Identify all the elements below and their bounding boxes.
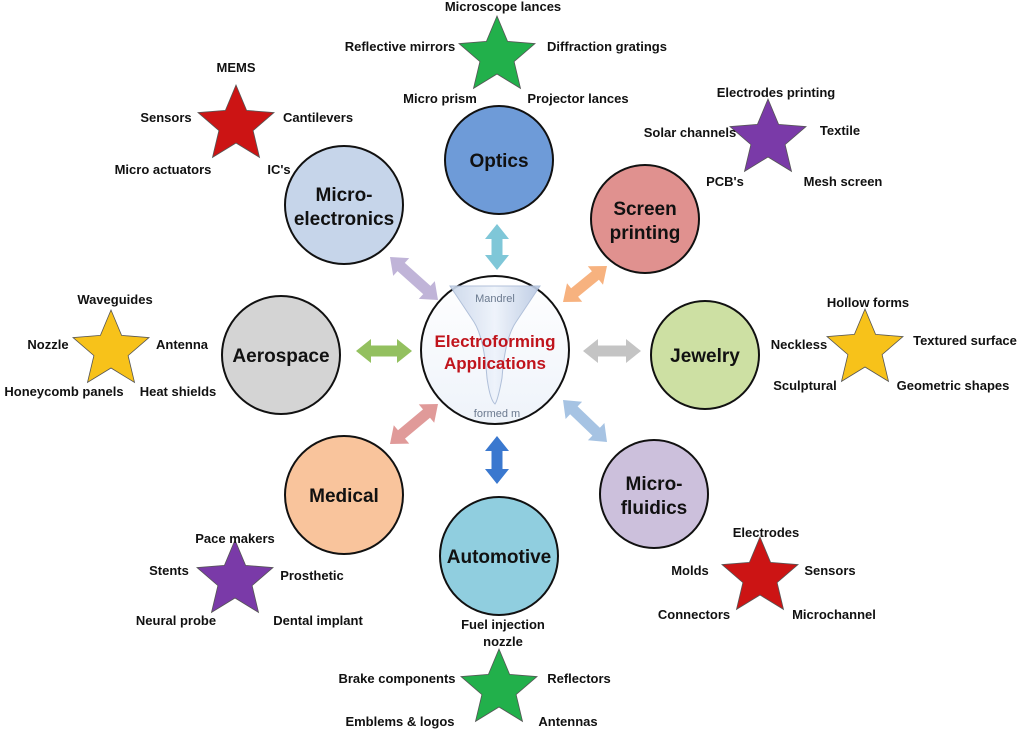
automotive-arrow — [485, 436, 509, 484]
optics-arrow — [485, 224, 509, 270]
aerospace-circle — [221, 295, 341, 415]
medical-item-label: Neural probe — [136, 613, 216, 628]
mandrel-shape — [449, 285, 541, 405]
microelectronics-item-label: IC's — [267, 162, 290, 177]
category-stars — [72, 14, 904, 723]
aerospace-item-label: Waveguides — [77, 292, 152, 307]
optics-node: Optics — [444, 105, 554, 215]
microelectronics-title-line2: electronics — [294, 209, 394, 230]
optics-item-label: Projector lances — [527, 91, 628, 106]
automotive-title: Automotive — [447, 547, 552, 568]
center-hub: Mandrel formed m Electroforming Applicat… — [420, 275, 570, 425]
microelectronics-node: Micro-electronics — [284, 145, 404, 265]
optics-star-icon — [458, 14, 536, 90]
screen-printing-item-label: PCB's — [706, 174, 744, 189]
microelectronics-item-label: MEMS — [217, 60, 256, 75]
microelectronics-star-icon — [197, 83, 275, 159]
microfluidics-star-icon — [721, 535, 799, 611]
microfluidics-title: Micro- — [626, 474, 683, 495]
automotive-item-label: nozzle — [483, 634, 523, 649]
microelectronics-item-label: Micro actuators — [115, 162, 212, 177]
aerospace-item-label: Heat shields — [140, 384, 217, 399]
screen-printing-star-icon — [729, 97, 807, 173]
microfluidics-title-line2: fluidics — [621, 498, 688, 519]
mandrel-label: Mandrel — [475, 293, 515, 305]
microelectronics-arrow — [390, 257, 438, 300]
jewelry-arrow — [583, 339, 641, 363]
microfluidics-item-label: Microchannel — [792, 607, 876, 622]
screen-printing-title-line2: printing — [610, 223, 681, 244]
aerospace-node: Aerospace — [221, 295, 341, 415]
automotive-node: Automotive — [439, 496, 559, 616]
screen-printing-circle — [590, 164, 700, 274]
optics-circle — [444, 105, 554, 215]
microelectronics-circle — [284, 145, 404, 265]
formed-label: formed m — [474, 408, 520, 420]
microfluidics-item-label: Connectors — [658, 607, 730, 622]
automotive-item-label: Emblems & logos — [345, 714, 454, 729]
aerospace-star-icon — [72, 308, 150, 384]
automotive-circle — [439, 496, 559, 616]
optics-title: Optics — [469, 151, 528, 172]
jewelry-item-label: Hollow forms — [827, 295, 909, 310]
aerospace-item-label: Nozzle — [27, 337, 68, 352]
jewelry-item-label: Textured surface — [913, 333, 1017, 348]
automotive-item-label: Brake components — [338, 671, 455, 686]
screen-printing-item-label: Solar channels — [644, 125, 736, 140]
medical-item-label: Stents — [149, 563, 189, 578]
screen-printing-arrow — [563, 266, 607, 302]
screen-printing-item-label: Textile — [820, 123, 860, 138]
aerospace-item-label: Antenna — [156, 337, 209, 352]
microelectronics-item-label: Cantilevers — [283, 110, 353, 125]
automotive-item-label: Reflectors — [547, 671, 611, 686]
item-labels: Microscope lances Reflective mirrors Dif… — [4, 0, 1017, 729]
medical-item-label: Pace makers — [195, 531, 275, 546]
aerospace-title: Aerospace — [232, 346, 329, 367]
jewelry-star-icon — [826, 307, 904, 383]
jewelry-circle — [650, 300, 760, 410]
connector-arrows — [356, 224, 641, 484]
jewelry-item-label: Sculptural — [773, 378, 837, 393]
medical-star-icon — [196, 538, 274, 614]
jewelry-item-label: Neckless — [771, 337, 827, 352]
optics-item-label: Reflective mirrors — [345, 39, 456, 54]
aerospace-item-label: Honeycomb panels — [4, 384, 123, 399]
aerospace-arrow — [356, 339, 412, 363]
microelectronics-item-label: Sensors — [140, 110, 191, 125]
microfluidics-item-label: Sensors — [804, 563, 855, 578]
screen-printing-item-label: Mesh screen — [804, 174, 883, 189]
microfluidics-node: Micro-fluidics — [599, 439, 709, 549]
optics-item-label: Microscope lances — [445, 0, 561, 14]
screen-printing-node: Screen printing — [590, 164, 700, 274]
microfluidics-circle — [599, 439, 709, 549]
optics-item-label: Micro prism — [403, 91, 477, 106]
medical-circle — [284, 435, 404, 555]
microfluidics-item-label: Electrodes — [733, 525, 799, 540]
microelectronics-title: Micro- — [316, 185, 373, 206]
automotive-item-label: Fuel injection — [461, 617, 545, 632]
medical-item-label: Prosthetic — [280, 568, 344, 583]
category-circles: OpticsScreenprintingJewelryMicro-fluidic… — [221, 105, 760, 616]
automotive-item-label: Antennas — [538, 714, 597, 729]
jewelry-title: Jewelry — [670, 346, 740, 367]
microfluidics-arrow — [563, 400, 607, 442]
medical-item-label: Dental implant — [273, 613, 363, 628]
center-title-line1: Electroforming — [435, 332, 556, 351]
medical-arrow — [390, 404, 438, 444]
jewelry-item-label: Geometric shapes — [897, 378, 1010, 393]
screen-printing-item-label: Electrodes printing — [717, 85, 836, 100]
automotive-star-icon — [460, 647, 538, 723]
screen-printing-title: Screen — [613, 199, 676, 220]
microfluidics-item-label: Molds — [671, 563, 709, 578]
jewelry-node: Jewelry — [650, 300, 760, 410]
medical-node: Medical — [284, 435, 404, 555]
optics-item-label: Diffraction gratings — [547, 39, 667, 54]
center-title-line2: Applications — [444, 354, 546, 373]
medical-title: Medical — [309, 486, 379, 507]
